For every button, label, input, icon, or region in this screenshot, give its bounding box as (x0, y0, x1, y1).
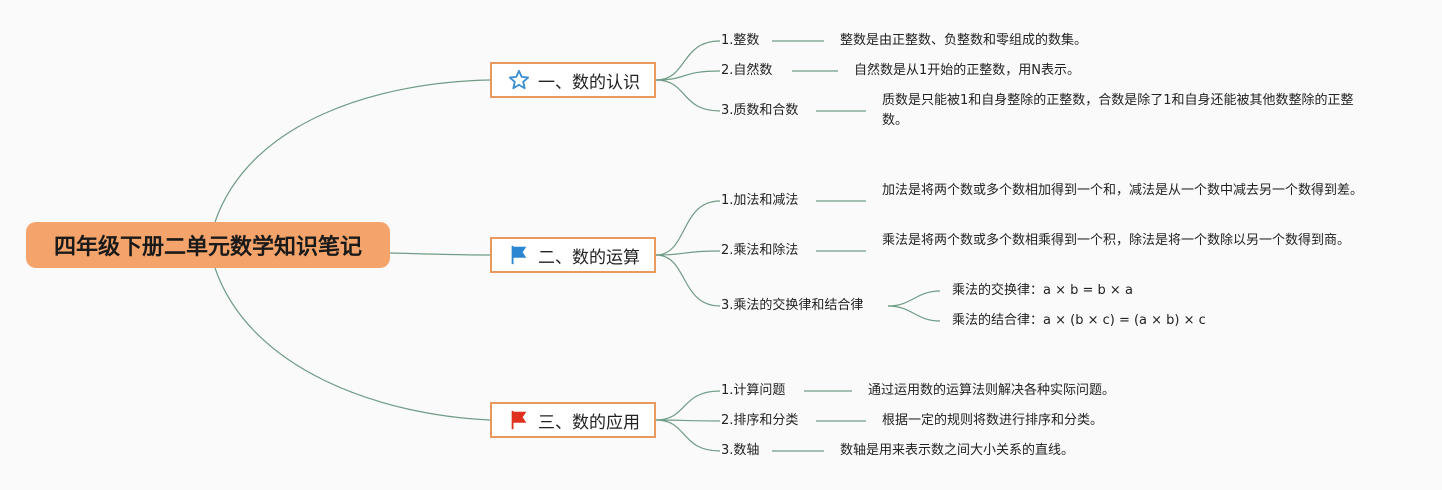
law-commutative[interactable]: 乘法的交换律：a × b = b × a (952, 283, 1133, 298)
root-topic[interactable]: 四年级下册二单元数学知识笔记 (26, 222, 390, 268)
desc-integers: 整数是由正整数、负整数和零组成的数集。 (840, 33, 1088, 48)
desc-calculation-problems: 通过运用数的运算法则解决各种实际问题。 (868, 383, 1116, 398)
topic-multiplication-laws[interactable]: 3.乘法的交换律和结合律 (721, 298, 864, 313)
connector-branch-1-child-2 (655, 70, 721, 81)
connector-branch-3-child-3 (655, 419, 721, 452)
topic-add-subtract[interactable]: 1.加法和减法 (721, 193, 799, 208)
topic-natural-numbers[interactable]: 2.自然数 (721, 63, 773, 78)
desc-multiply-divide: 乘法是将两个数或多个数相乘得到一个积，除法是将一个数除以另一个数得到商。 (882, 233, 1351, 248)
topic-calculation-problems[interactable]: 1.计算问题 (721, 383, 786, 398)
connector-branch-3-child-1 (655, 390, 721, 421)
connector-root-branch-3 (214, 267, 491, 421)
root-title: 四年级下册二单元数学知识笔记 (53, 235, 362, 260)
branch-label: 三、数的应用 (538, 412, 640, 433)
red-flag-icon (511, 410, 527, 430)
branch-number-operations[interactable]: 二、数的运算 (490, 237, 656, 273)
connector-branch-2-child-1 (655, 200, 721, 256)
star-icon (508, 69, 530, 90)
connector-root-branch-1 (214, 79, 491, 223)
desc-add-subtract: 加法是将两个数或多个数相加得到一个和，减法是从一个数中减去另一个数得到差。 (882, 183, 1364, 198)
topic-number-line[interactable]: 3.数轴 (721, 443, 760, 458)
connector-branch-2-child-2 (655, 250, 721, 256)
connector-law-commutative (887, 290, 941, 307)
law-associative[interactable]: 乘法的结合律：a × (b × c) = (a × b) × c (952, 313, 1206, 328)
desc-natural-numbers: 自然数是从1开始的正整数，用N表示。 (854, 63, 1080, 78)
branch-label: 二、数的运算 (538, 247, 640, 268)
blue-flag-icon (511, 245, 527, 265)
branch-number-recognition[interactable]: 一、数的认识 (490, 62, 656, 98)
connector-branch-1-child-1 (655, 40, 721, 81)
connector-branch-1-child-3 (655, 79, 721, 112)
connector-branch-2-child-3 (655, 254, 721, 307)
connector-root-branch-2 (389, 252, 491, 256)
topic-prime-composite[interactable]: 3.质数和合数 (721, 103, 799, 118)
desc-sort-classify: 根据一定的规则将数进行排序和分类。 (882, 413, 1104, 428)
desc-number-line: 数轴是用来表示数之间大小关系的直线。 (840, 443, 1075, 458)
branch-label: 一、数的认识 (538, 72, 640, 93)
topic-multiply-divide[interactable]: 2.乘法和除法 (721, 243, 799, 258)
branch-number-applications[interactable]: 三、数的应用 (490, 402, 656, 438)
desc-prime-composite: 质数是只能被1和自身整除的正整数，合数是除了1和自身还能被其他数整除的正整数。 (882, 93, 1354, 128)
connector-branch-3-child-2 (655, 419, 721, 422)
topic-integers[interactable]: 1.整数 (721, 33, 760, 48)
topic-sort-classify[interactable]: 2.排序和分类 (721, 413, 799, 428)
connector-law-associative (887, 305, 941, 322)
